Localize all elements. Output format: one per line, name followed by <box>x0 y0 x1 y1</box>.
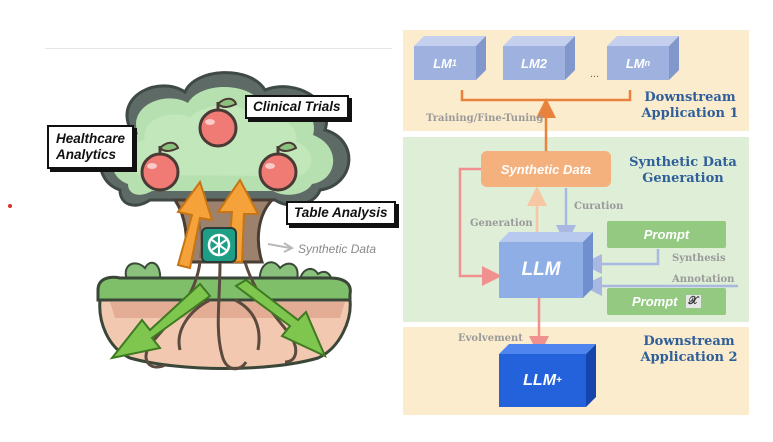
synthetic-data-arrow <box>267 243 291 249</box>
lm1-subscript: 1 <box>451 58 457 68</box>
green-down-arrows <box>109 278 327 360</box>
generation-label: Generation <box>470 218 533 229</box>
tree-illustration <box>96 71 352 371</box>
openai-logo-icon <box>201 227 237 263</box>
llm-plus-sup: + <box>556 375 562 386</box>
llm-plus-box: LLM+ <box>499 354 586 407</box>
downstream-app2-title: Downstream Application 2 <box>640 334 738 365</box>
tag-table-analysis: Table Analysis <box>286 201 396 225</box>
synthetic-data-box: Synthetic Data <box>481 151 611 187</box>
bullet-dot <box>8 204 12 208</box>
ellipsis: ... <box>590 68 600 80</box>
downstream-app1-title: Downstream Application 1 <box>641 90 739 121</box>
synthetic-data-label: Synthetic Data <box>298 242 377 256</box>
curation-label: Curation <box>574 201 624 212</box>
apple-top <box>198 97 238 148</box>
llm-plus-label: LLM <box>523 371 557 389</box>
lm-cube-tops <box>414 36 679 80</box>
apple-left <box>140 141 180 192</box>
synthesis-label: Synthesis <box>672 253 726 264</box>
prompt2-label: Prompt <box>632 294 678 309</box>
apple-right <box>258 141 298 192</box>
prompt-box-2: Prompt 𝒳 <box>607 288 726 315</box>
lmn-label: LM <box>625 55 645 71</box>
lmn-subscript: n <box>644 58 651 68</box>
orange-up-arrows <box>176 178 260 270</box>
synthetic-generation-title: Synthetic Data Generation <box>629 155 737 186</box>
prompt-box-1: Prompt <box>607 221 726 248</box>
annotation-label: Annotation <box>672 274 735 285</box>
prompt2-symbol: 𝒳 <box>685 295 701 308</box>
lm2-box: LM2 <box>503 46 565 80</box>
training-label: Training/Fine-Tuning <box>426 113 544 124</box>
lm1-label: LM <box>433 55 452 71</box>
tag-healthcare-analytics: Healthcare Analytics <box>47 125 135 169</box>
tag-clinical-trials: Clinical Trials <box>245 95 349 119</box>
llm-box: LLM <box>499 242 583 298</box>
evolvement-label: Evolvement <box>458 333 523 344</box>
top-divider <box>45 48 392 49</box>
